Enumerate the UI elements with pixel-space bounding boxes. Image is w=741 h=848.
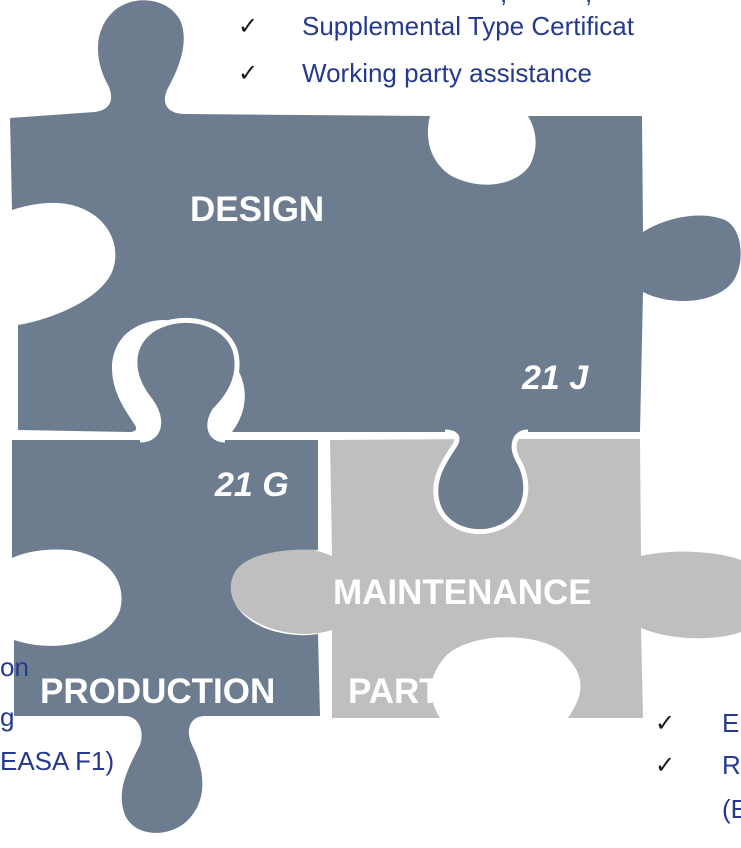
check-icon: ✓: [238, 59, 259, 87]
maintenance-label: MAINTENANCE: [333, 573, 592, 612]
production-knob-outline: [132, 317, 240, 443]
design-code-label: 21 J: [522, 359, 589, 397]
design-puzzle-piece: [10, 0, 741, 532]
left-list-line-1: on: [0, 652, 29, 682]
production-label: PRODUCTION: [40, 672, 276, 711]
production-code-label: 21 G: [215, 466, 289, 504]
right-list-continuation: (E: [722, 794, 741, 824]
left-list-line-2: g: [0, 702, 15, 732]
top-list-item-working-party: Working party assistance: [302, 58, 592, 88]
top-cut-line: , ,: [330, 0, 741, 6]
right-list-item-2: R: [722, 750, 741, 780]
maintenance-puzzle-piece: [228, 438, 741, 718]
production-puzzle-piece: [12, 320, 320, 833]
check-icon: ✓: [238, 12, 259, 40]
top-list-item-stc: Supplemental Type Certificat: [302, 11, 634, 41]
check-icon: ✓: [655, 751, 676, 779]
maintenance-code-label: PART 145: [348, 672, 509, 711]
right-list-item-1: E: [722, 708, 740, 738]
design-label: DESIGN: [190, 190, 325, 229]
production-maintenance-seam: [321, 440, 329, 719]
check-icon: ✓: [655, 709, 676, 737]
left-list-line-3: EASA F1): [0, 746, 115, 776]
design-knob-outline: [433, 429, 529, 535]
